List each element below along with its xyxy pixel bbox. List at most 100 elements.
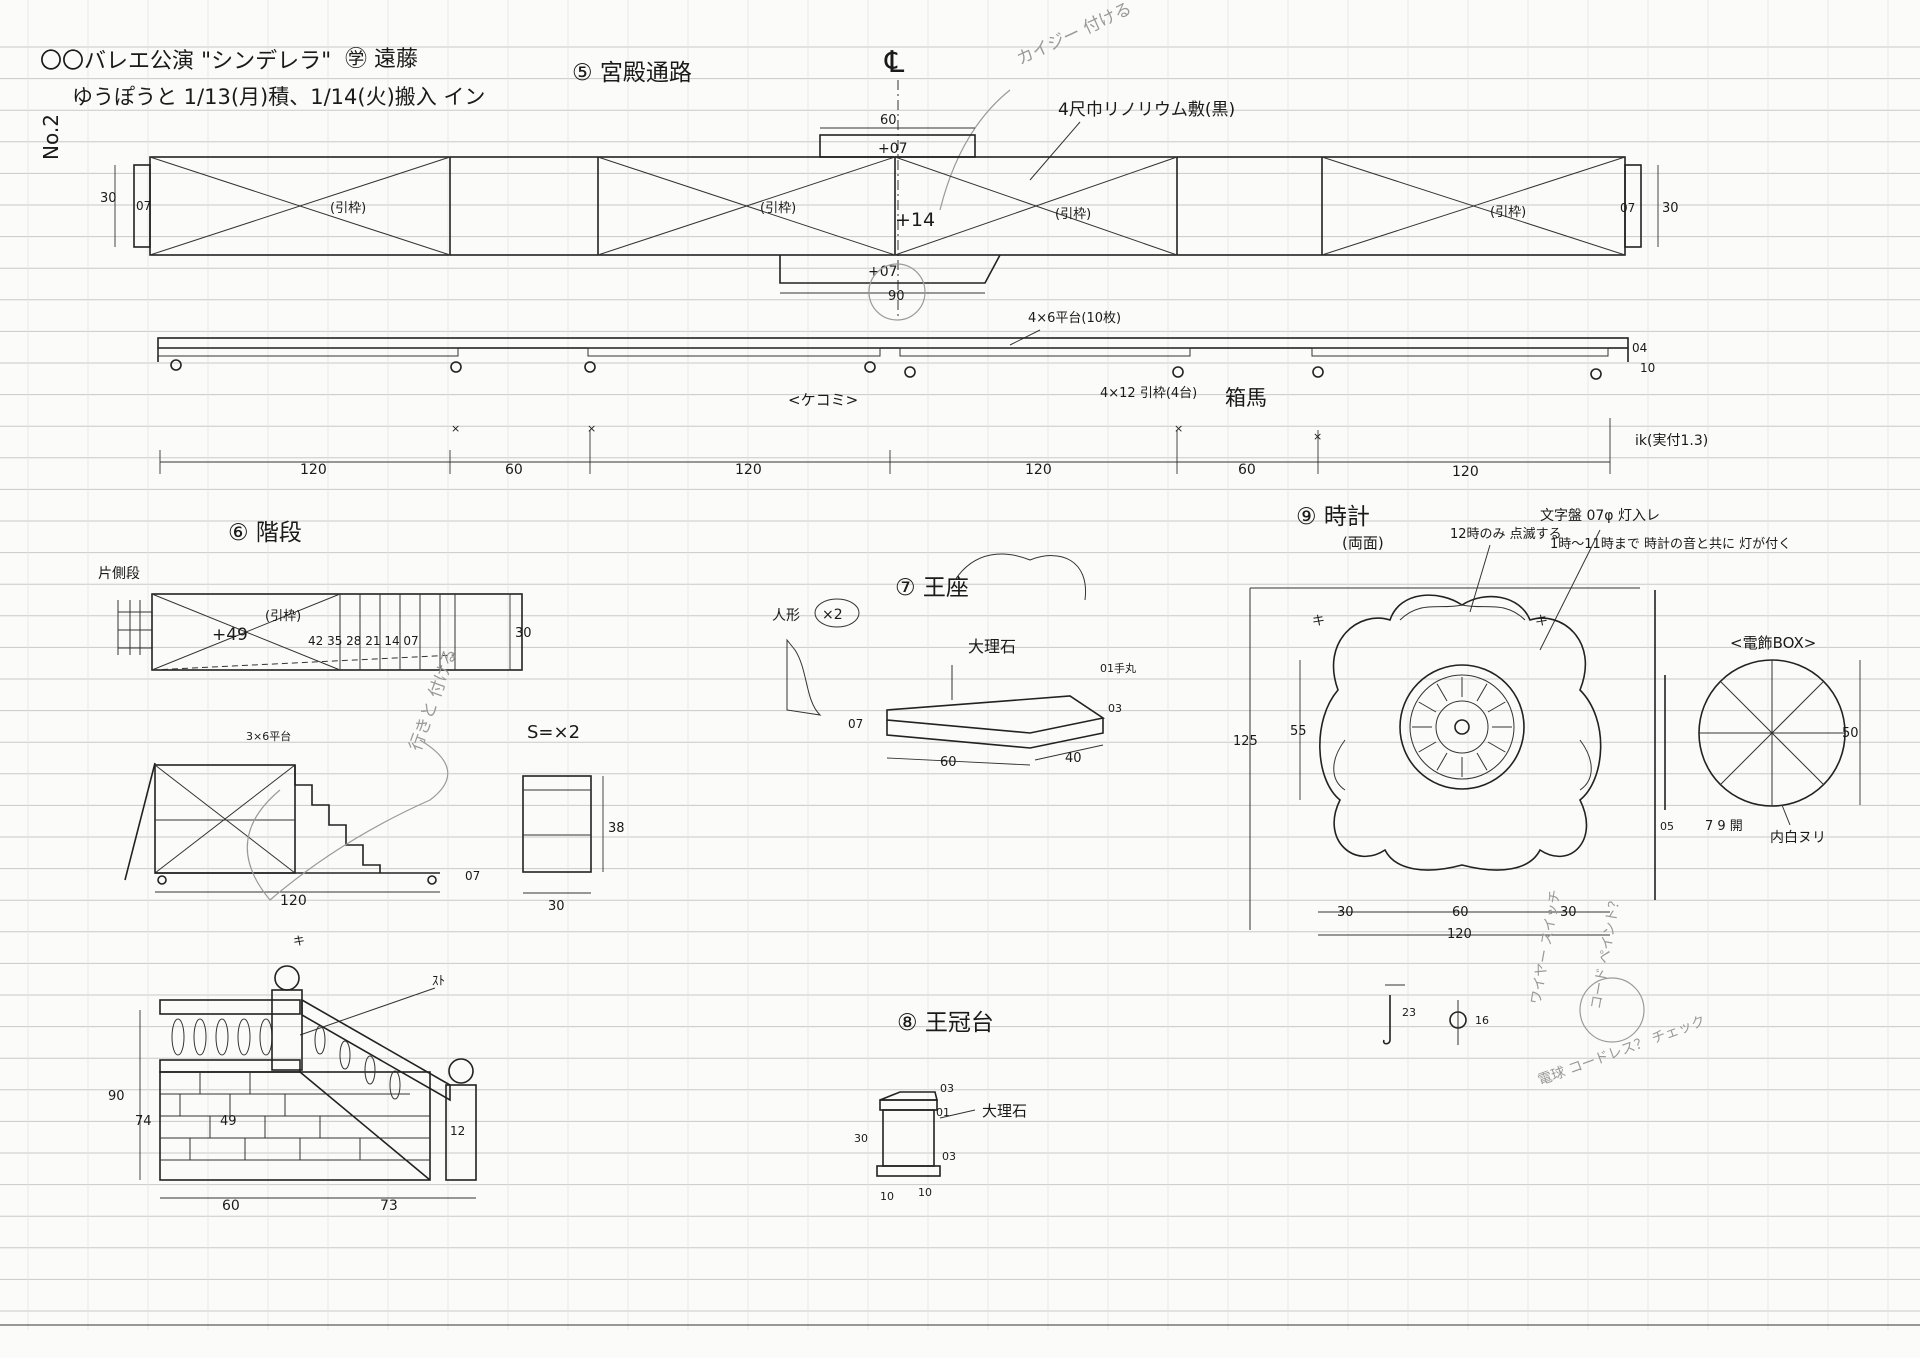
linoleum-leader [1029,121,1081,181]
pencil-circle [246,739,449,901]
dim-16: 16 [1475,1014,1489,1027]
step-heights: 42 35 28 21 14 07 [308,634,419,648]
production-title: 〇〇バレエ公演 "シンデレラ" [40,49,331,74]
hakouma-label: 箱馬 [1225,386,1267,410]
crown-stand-base [876,1165,941,1177]
section-9-subtitle: (両面) [1342,534,1384,552]
dim-07: 07 [465,869,480,883]
small-x: × [1313,430,1322,443]
clock-hour-mark [1476,752,1488,771]
dim-right-07: 07 [1620,201,1635,215]
light-label: ｽﾄ [432,974,445,989]
clock-dial-outer [1399,664,1525,790]
dim-10: 10 [1640,361,1655,375]
chime-note: 1時〜11時まで 時計の音と共に 灯が付く [1550,536,1791,552]
arrow-mark-left: キ [1312,614,1325,629]
clock-hour-mark [1418,701,1437,713]
small-frame [522,775,592,873]
section-8-title: ⑧ 王冠台 [897,1010,994,1036]
newel-ball [274,965,300,991]
stair-plan [151,593,523,671]
panel-cross [894,156,1178,256]
panel-cross [597,156,896,256]
clock-dial-inner [1435,700,1489,754]
crown-dim-03b: 03 [942,1150,956,1163]
clock-hour-mark [1418,741,1437,753]
throne-back-outline [954,553,1087,601]
dim-left-30: 30 [100,191,117,206]
stone-wall [159,1071,431,1181]
doll-count-circle [814,598,860,628]
box-label: <電飾BOX> [1730,634,1816,652]
panel-label: (引枠) [330,201,366,216]
dial-note: 文字盤 07φ 灯入レ [1540,508,1660,524]
clock-scrollwork [1333,604,1592,791]
dim-stair-30: 30 [515,626,532,641]
box-wheel-spokes [1699,660,1845,806]
stone-courses [160,1072,430,1161]
arrow-mark: キ [293,934,305,948]
wheel-spoke [1771,681,1824,734]
clock-hour-mark [1476,683,1488,702]
dim-seg: 60 [505,462,523,478]
dim-05: 05 [1660,820,1674,833]
stair-hidden-line [151,654,456,671]
dim-left-07: 07 [136,199,151,213]
dim-bottom-width-label: 90 [888,289,905,304]
designer-name: ㊫ 遠藤 [345,47,418,72]
kekomi-label: <ケコミ> [788,391,858,409]
throne-platform-top [886,695,1106,734]
lower-newel [445,1084,477,1181]
dim-125: 125 [1233,734,1258,749]
small-x: × [451,422,460,435]
sheet-number: No.2 [39,114,63,160]
stair-tread-lines [339,594,456,670]
s-count: S=×2 [527,722,580,743]
small-x: × [1174,422,1183,435]
dim-top-width-label: 60 [880,113,897,128]
clock-hour-mark [1487,701,1506,713]
clock-dial-ring [1409,674,1515,780]
wheel-spoke [1720,681,1773,734]
clock-dim-120: 120 [1447,927,1472,942]
crown-dim-10b: 10 [918,1186,932,1199]
stair-height: +49 [212,625,248,645]
platform-label: 3×6平台 [246,729,291,743]
lower-newel-ball [448,1058,474,1084]
throne-dim-40-line [1034,744,1104,761]
dim-30b: 30 [548,899,565,914]
throne-platform-side [886,718,1104,749]
dimension-ticks [159,418,1611,474]
dim-seg: 120 [1452,464,1479,480]
centerline-mark: ℄ [884,45,904,80]
crown-leader [939,1109,976,1119]
hikiwaku-unit [899,347,1191,357]
dim-120: 120 [280,893,307,909]
header: 〇〇バレエ公演 "シンデレラ" ㊫ 遠藤 ゆうぽうと 1/13(月)積、1/14… [39,47,485,160]
caster [157,875,167,885]
inner-note: 内白ヌリ [1770,830,1826,846]
hikiwaku-unit [157,347,459,357]
throne-dim-07: 07 [848,717,863,731]
arrow-mark-right: キ [1535,614,1548,629]
side-stair-plan [117,600,152,655]
caster [427,875,437,885]
section-5-title: ⑤ 宮殿通路 [572,60,692,86]
elev-73: 73 [380,1198,398,1214]
dim-04: 04 [1632,341,1647,355]
light-leader [299,987,436,1036]
lower-step [779,254,1001,284]
dim-55: 55 [1290,724,1307,739]
crown-dim-10a: 10 [880,1190,894,1203]
stair-platform-cross [154,764,296,874]
clock-ornate-frame [1319,594,1602,871]
dim-seg: 60 [1238,462,1256,478]
panel-cross [1321,156,1626,256]
stair-panel-label: (引枠) [265,609,301,624]
throne-dim-60: 60 [940,755,957,770]
panel-label: (引枠) [1490,205,1526,220]
clock-center [1454,719,1470,735]
dim-50: 50 [1842,726,1859,741]
platform-note: 4×6平台(10枚) [1028,311,1121,326]
